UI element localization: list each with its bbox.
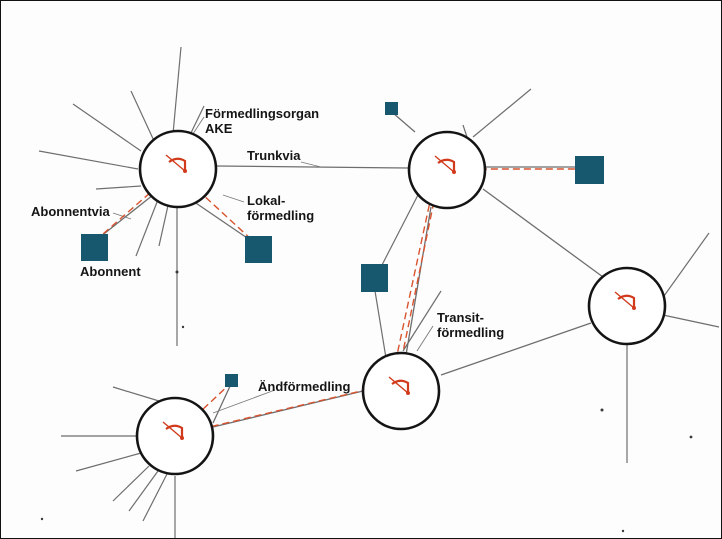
spoke-line [130, 90, 156, 144]
spoke-line [112, 386, 160, 402]
spoke-line [38, 150, 139, 170]
trunk-line [212, 383, 232, 424]
spoke-line [402, 290, 442, 352]
selector-arm-icon [168, 157, 187, 171]
dust-speck [600, 408, 604, 412]
end-exchange-label: Ändförmedling [258, 379, 350, 394]
subscriber-square [361, 264, 388, 292]
selector-pivot-icon [180, 436, 184, 440]
exchange-node-top-right [407, 130, 487, 210]
selector-needle-icon [162, 421, 183, 439]
subscriber-square [245, 236, 272, 263]
subscriber-square [385, 102, 398, 115]
dust-speck [175, 270, 179, 274]
exchange-node-right [587, 266, 667, 346]
exchange-node-ake [138, 129, 218, 209]
exchange-circle [407, 130, 487, 210]
spoke-line [662, 314, 720, 328]
dust-speck [181, 325, 185, 329]
trunk-line [440, 322, 592, 376]
exchange-circle [138, 129, 218, 209]
selector-arm-icon [391, 379, 410, 393]
spoke-line [128, 470, 159, 512]
spoke-line [135, 196, 160, 257]
trunk-line [186, 196, 254, 243]
subscriber-square [225, 374, 238, 387]
transit-exchange-label-line1: Transit- [437, 310, 484, 325]
trunk-line [482, 188, 604, 278]
dust-speck [40, 517, 44, 521]
leader-line [300, 161, 322, 168]
leader-line [222, 194, 245, 203]
selector-arm-icon [437, 158, 456, 172]
selector-arm-icon [617, 294, 636, 308]
leader-line [212, 389, 276, 414]
selector-needle-icon [614, 291, 635, 309]
exchange-nodes [135, 129, 667, 476]
spoke-line [462, 124, 468, 138]
local-exchange-label-line2: förmedling [247, 208, 314, 223]
trunk-line [392, 112, 416, 133]
dust-specks [40, 270, 693, 533]
transit-route-return [396, 205, 434, 382]
selector-pivot-icon [632, 306, 636, 310]
transit-exchange-label-line2: förmedling [437, 325, 504, 340]
spoke-line [172, 46, 182, 135]
selector-pivot-icon [406, 391, 410, 395]
subscriber-label: Abonnent [80, 264, 141, 279]
exchange-node-end [135, 396, 215, 476]
trunk-label: Trunkvia [247, 148, 301, 163]
leader-line [112, 212, 132, 220]
leader-line [416, 325, 434, 352]
subscriber-square [81, 234, 108, 261]
exchange-circle [135, 396, 215, 476]
subscriber-terminals [81, 102, 604, 387]
exchange-circle [587, 266, 667, 346]
trunk-line [215, 165, 409, 169]
ake-label-line2: AKE [205, 121, 233, 136]
dust-speck [689, 435, 693, 439]
spoke-line [374, 290, 387, 359]
spoke-lines [38, 46, 720, 538]
spoke-line [142, 473, 168, 522]
subscriber-square [575, 156, 604, 184]
exchange-node-transit [361, 351, 441, 431]
spoke-line [158, 200, 170, 247]
subscriber-line-label: Abonnentvia [31, 204, 110, 219]
spoke-line [472, 88, 532, 138]
dust-speck [621, 529, 625, 533]
spoke-line [188, 105, 205, 138]
exchange-circle [361, 351, 441, 431]
selector-needle-icon [434, 155, 455, 173]
trunk-line [405, 206, 432, 356]
selector-pivot-icon [183, 169, 187, 173]
spoke-line [95, 185, 142, 190]
spoke-line [75, 452, 142, 472]
selector-pivot-icon [452, 170, 456, 174]
selector-needle-icon [388, 376, 409, 394]
spoke-line [72, 103, 142, 152]
spoke-line [112, 465, 150, 502]
selector-needle-icon [165, 154, 186, 172]
spoke-line [381, 192, 420, 266]
ake-label-line1: Förmedlingsorgan [205, 106, 319, 121]
selector-arm-icon [165, 424, 184, 438]
spoke-line [663, 232, 710, 297]
diagram-labels: Förmedlingsorgan AKE Trunkvia Abonnentvi… [31, 106, 504, 394]
local-exchange-label-line1: Lokal- [247, 193, 285, 208]
